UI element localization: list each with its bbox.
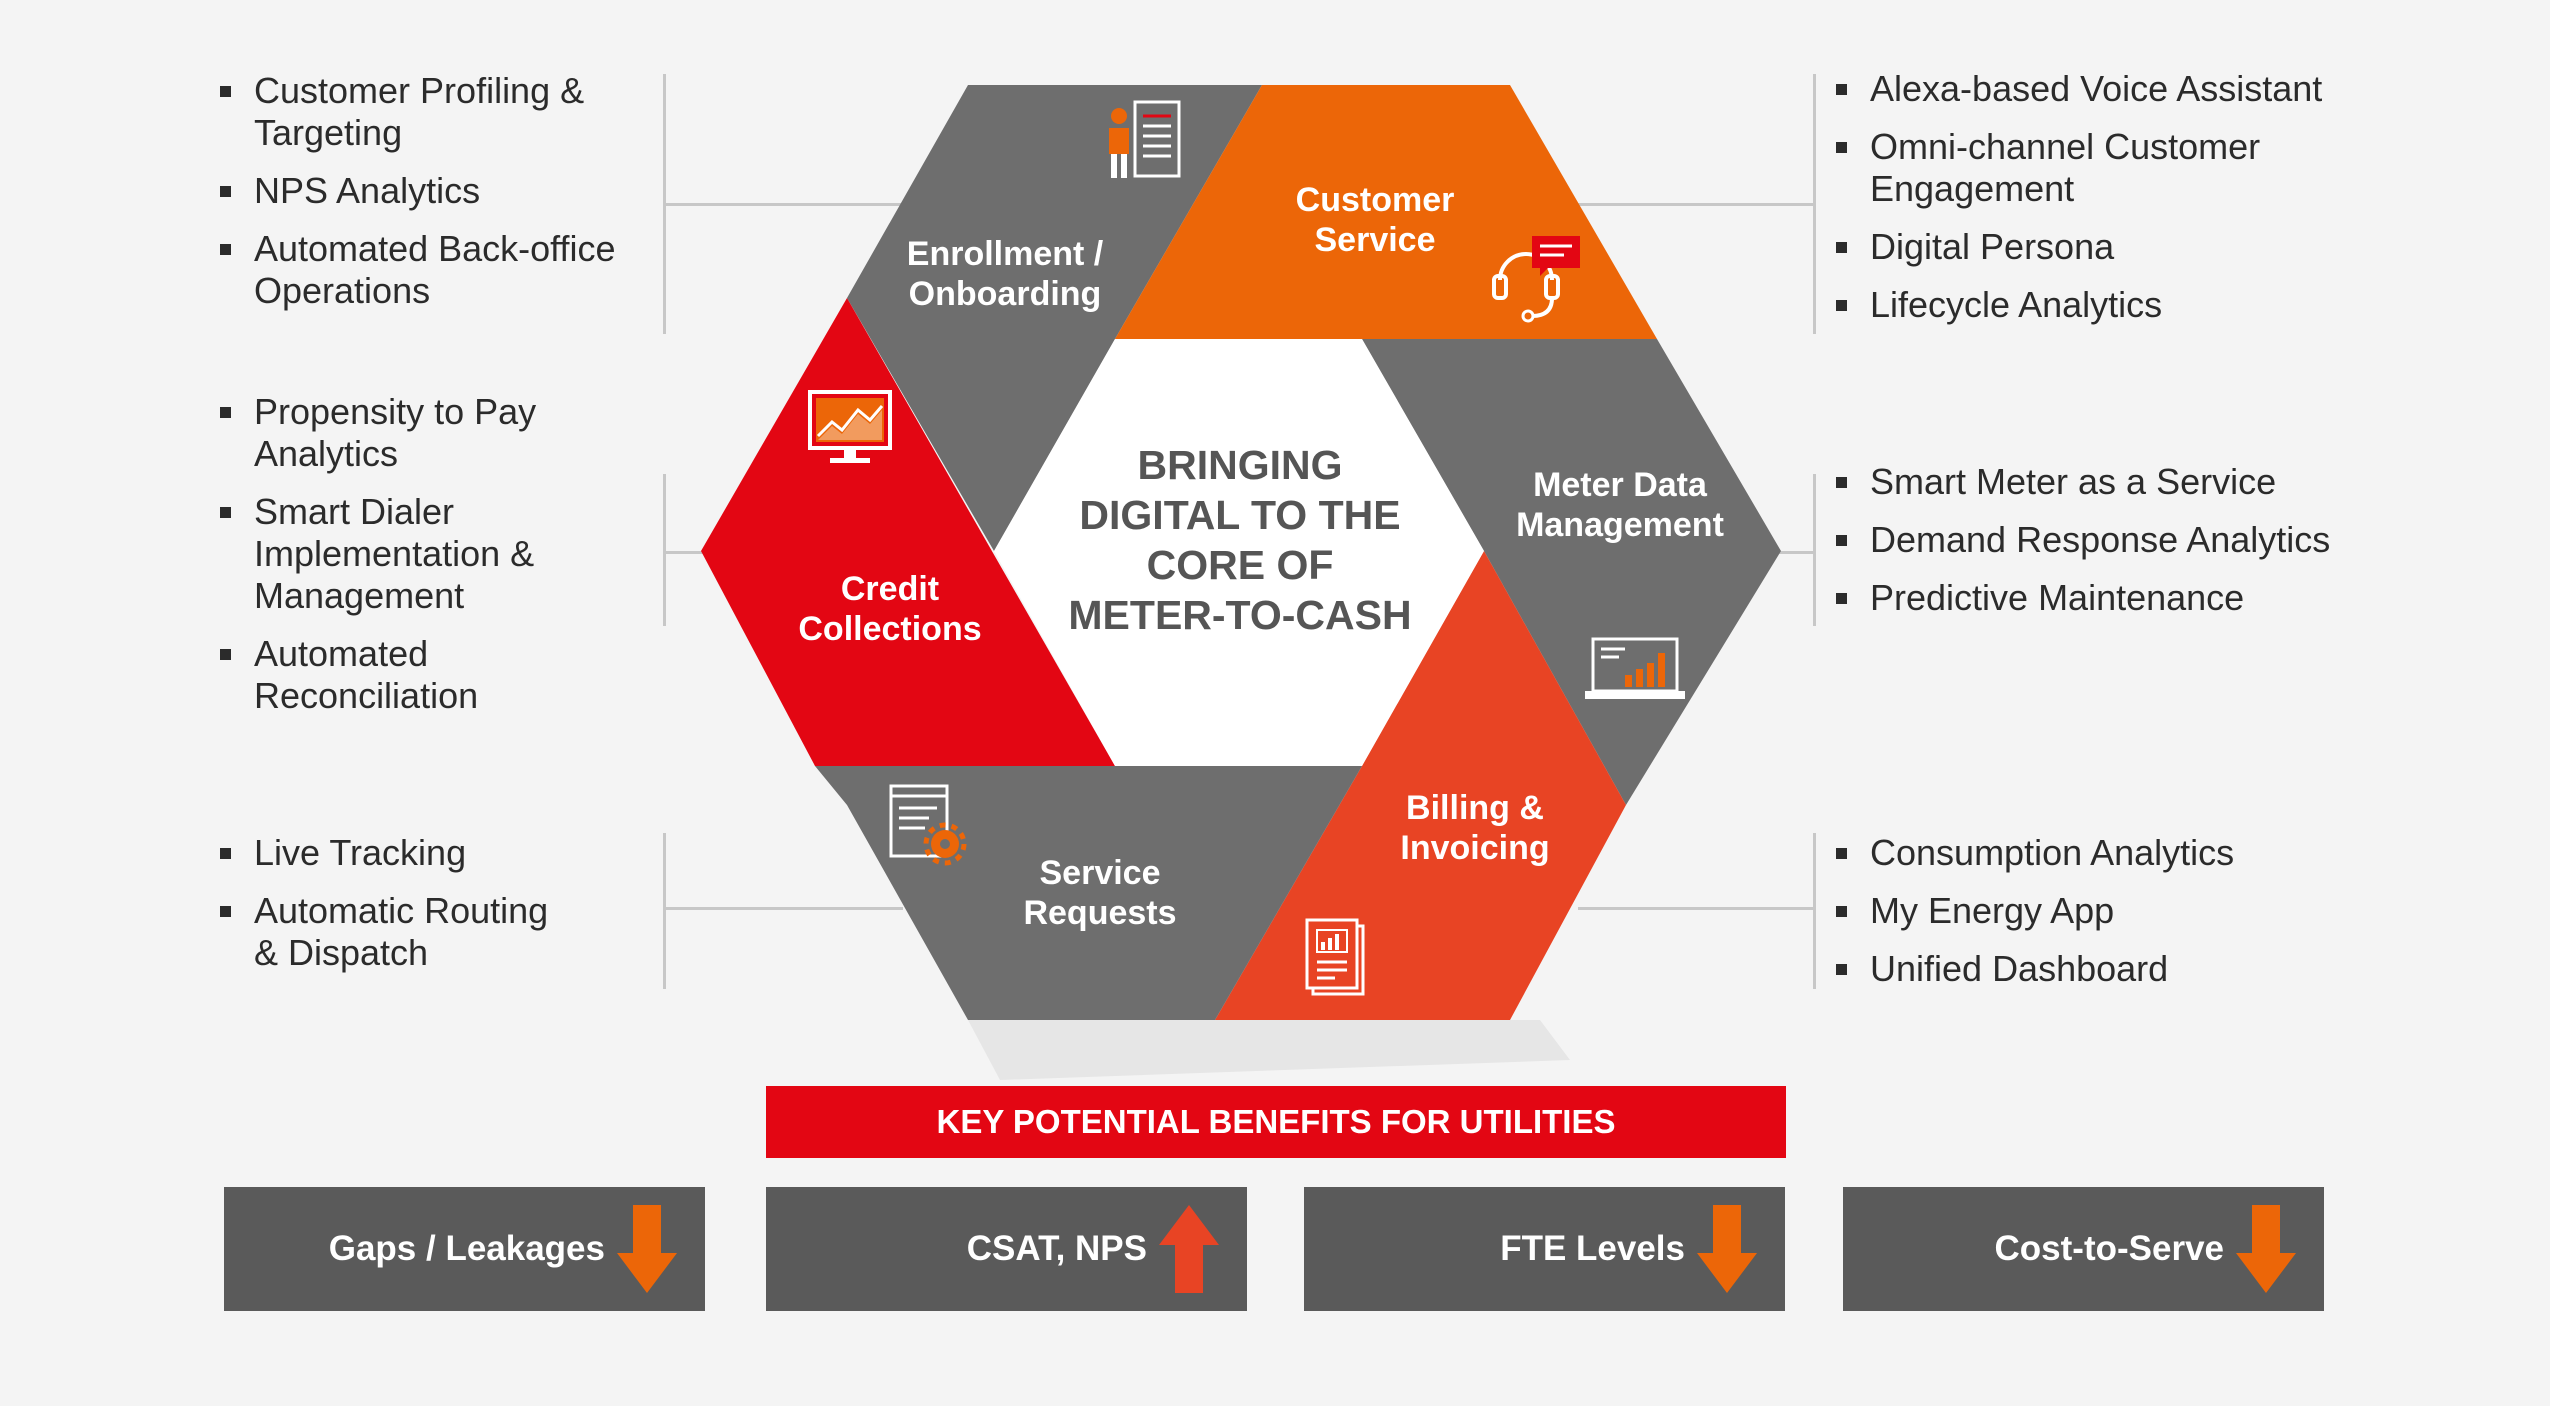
- benefit-label: CSAT, NPS: [966, 1229, 1147, 1268]
- benefit-label: Gaps / Leakages: [328, 1229, 605, 1268]
- segment-enrollment: [847, 85, 1262, 551]
- segment-credit: [701, 298, 1115, 766]
- list-item: NPS Analytics: [220, 170, 680, 212]
- benefit-card: CSAT, NPS: [766, 1187, 1247, 1311]
- benefit-card: Cost-to-Serve: [1843, 1187, 2324, 1311]
- list-item: Live Tracking: [220, 832, 680, 874]
- list-item: Unified Dashboard: [1836, 948, 2396, 990]
- list-item: Demand Response Analytics: [1836, 519, 2396, 561]
- arrow-down-icon: [617, 1205, 677, 1293]
- connector-hline: [1770, 551, 1816, 554]
- segment-label-credit: Credit Collections: [798, 570, 982, 648]
- segment-label-billing: Billing & Invoicing: [1400, 789, 1550, 867]
- segment-label-enrollment: Enrollment / Onboarding: [906, 235, 1104, 313]
- benefit-label: Cost-to-Serve: [1994, 1229, 2224, 1268]
- segment-service-requests: [815, 766, 1362, 1020]
- monitor-chart-icon: [808, 390, 892, 463]
- center-hexagon: [994, 339, 1484, 766]
- segment-billing: [1215, 551, 1626, 1020]
- segment-customer-service: [1115, 85, 1657, 339]
- laptop-chart-icon: [1585, 637, 1685, 699]
- connector-hline: [663, 203, 903, 206]
- segment-label-meter-data: Meter Data Management: [1516, 466, 1724, 544]
- connector-hline: [663, 907, 903, 910]
- connector-vline: [663, 833, 666, 989]
- list-item: Consumption Analytics: [1836, 832, 2396, 874]
- list-item: Propensity to Pay Analytics: [220, 391, 680, 475]
- list-item: Alexa-based Voice Assistant: [1836, 68, 2396, 110]
- list-item: My Energy App: [1836, 890, 2396, 932]
- connector-hline: [1578, 907, 1816, 910]
- benefits-banner: KEY POTENTIAL BENEFITS FOR UTILITIES: [766, 1086, 1786, 1158]
- list-item: Automated Reconciliation: [220, 633, 680, 717]
- list-item: Smart Meter as a Service: [1836, 461, 2396, 503]
- invoice-chart-icon: [1305, 918, 1365, 996]
- benefit-card: FTE Levels: [1304, 1187, 1785, 1311]
- benefit-card: Gaps / Leakages: [224, 1187, 705, 1311]
- connector-hline: [1578, 203, 1816, 206]
- list-item: Smart Dialer Implementation & Management: [220, 491, 680, 617]
- connector-hline: [663, 551, 703, 554]
- connector-vline: [1813, 833, 1816, 989]
- document-gear-icon: [889, 784, 967, 866]
- center-title: BRINGING DIGITAL TO THE CORE OF METER-TO…: [1068, 442, 1412, 638]
- segment-label-service-requests: Service Requests: [1023, 854, 1177, 932]
- benefit-label: FTE Levels: [1500, 1229, 1685, 1268]
- list-item: Omni-channel Customer Engagement: [1836, 126, 2396, 210]
- arrow-up-icon: [1159, 1205, 1219, 1293]
- connector-vline: [1813, 474, 1816, 626]
- arrow-down-icon: [1697, 1205, 1757, 1293]
- document-person-icon: [1109, 100, 1181, 178]
- arrow-down-icon: [2236, 1205, 2296, 1293]
- list-item: Customer Profiling & Targeting: [220, 70, 680, 154]
- headset-chat-icon: [1492, 236, 1580, 323]
- hexagon-shadow: [968, 1020, 1570, 1080]
- list-item: Predictive Maintenance: [1836, 577, 2396, 619]
- list-item: Digital Persona: [1836, 226, 2396, 268]
- segment-label-customer-service: Customer Service: [1295, 181, 1455, 259]
- list-item: Automatic Routing & Dispatch: [220, 890, 680, 974]
- list-item: Automated Back-office Operations: [220, 228, 680, 312]
- list-item: Lifecycle Analytics: [1836, 284, 2396, 326]
- connector-vline: [663, 474, 666, 626]
